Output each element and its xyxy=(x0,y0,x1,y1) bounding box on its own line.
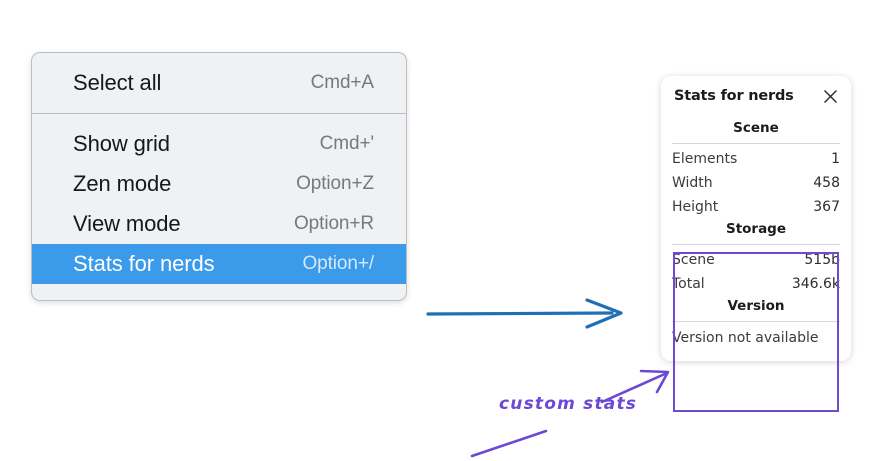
menu-item-shortcut: Option+Z xyxy=(296,173,374,194)
menu-item-shortcut: Cmd+A xyxy=(310,72,374,93)
menu-separator xyxy=(32,113,406,114)
menu-item-label: View mode xyxy=(73,211,181,236)
table-row: Width 458 xyxy=(672,171,840,195)
stat-label: Height xyxy=(672,199,719,216)
table-row: Height 367 xyxy=(672,195,840,219)
stat-value: 367 xyxy=(813,199,840,216)
stat-value: 515b xyxy=(804,252,840,269)
table-row: Scene 515b xyxy=(672,248,840,272)
menu-group-2: Show grid Cmd+' Zen mode Option+Z View m… xyxy=(32,124,406,284)
panel-title: Stats for nerds xyxy=(674,88,794,104)
table-row: Elements 1 xyxy=(672,147,840,171)
close-icon[interactable] xyxy=(823,89,838,104)
menu-item-shortcut: Option+/ xyxy=(302,253,374,274)
purple-underline-stroke xyxy=(470,429,548,458)
stat-label: Scene xyxy=(672,252,715,269)
menu-item-view-mode[interactable]: View mode Option+R xyxy=(32,204,406,244)
panel-header: Stats for nerds xyxy=(661,88,851,104)
stat-value: 346.6k xyxy=(791,276,840,293)
stat-value: 1 xyxy=(831,151,840,167)
menu-item-label: Select all xyxy=(73,70,162,95)
section-rule xyxy=(672,244,840,246)
menu-item-show-grid[interactable]: Show grid Cmd+' xyxy=(32,124,406,164)
menu-group-1: Select all Cmd+A xyxy=(32,63,406,103)
menu-item-label: Stats for nerds xyxy=(73,251,215,276)
menu-item-shortcut: Option+R xyxy=(294,213,374,234)
context-menu[interactable]: Select all Cmd+A Show grid Cmd+' Zen mod… xyxy=(31,52,407,301)
section-title-storage: Storage xyxy=(725,221,787,238)
section-rule xyxy=(672,321,840,323)
menu-item-stats-for-nerds[interactable]: Stats for nerds Option+/ xyxy=(32,244,406,284)
menu-item-select-all[interactable]: Select all Cmd+A xyxy=(32,63,406,103)
section-title-scene: Scene xyxy=(733,120,779,136)
menu-item-zen-mode[interactable]: Zen mode Option+Z xyxy=(32,164,406,204)
section-title-version: Version xyxy=(727,298,785,315)
section-scene: Scene Elements 1 Width 458 Height 367 xyxy=(661,118,851,219)
menu-item-label: Zen mode xyxy=(73,171,172,196)
section-storage: Storage Scene 515b Total 346.6k xyxy=(661,219,851,296)
stat-value: 458 xyxy=(813,175,840,192)
version-text: Version not available xyxy=(672,330,819,347)
stats-for-nerds-panel: Stats for nerds Scene Elements 1 Width 4… xyxy=(661,76,851,412)
stat-label: Elements xyxy=(672,151,738,167)
stat-label: Total xyxy=(672,276,705,293)
section-rule xyxy=(672,143,840,144)
section-version: Version Version not available xyxy=(661,296,851,347)
menu-item-label: Show grid xyxy=(73,131,170,156)
table-row: Total 346.6k xyxy=(672,272,840,296)
blue-arrow xyxy=(426,298,623,329)
custom-stats-annotation-label: custom stats xyxy=(499,394,638,414)
stat-label: Width xyxy=(672,175,713,192)
menu-item-shortcut: Cmd+' xyxy=(319,133,374,154)
